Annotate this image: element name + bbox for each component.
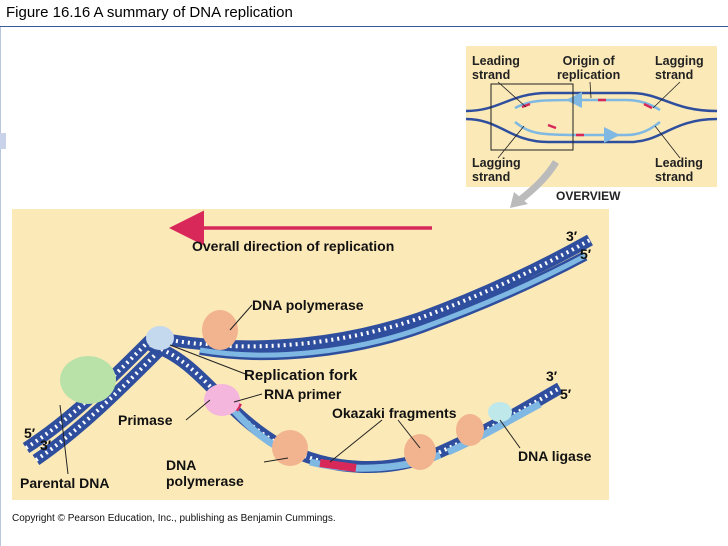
end-label-3-mid: 3′: [546, 368, 558, 384]
overview-caption: OVERVIEW: [556, 189, 621, 203]
leading-strand: [169, 234, 593, 361]
left-tab-marker: [0, 133, 6, 149]
overview-leading-bottom-label: Leading strand: [655, 156, 703, 184]
dna-polymerase-mid-shape: [404, 434, 436, 470]
left-border: [0, 27, 1, 546]
dna-polymerase-top-label: DNA polymerase: [252, 297, 364, 313]
dna-polymerase-right-shape: [456, 414, 484, 446]
ssb-shape: [146, 326, 174, 350]
okazaki-label: Okazaki fragments: [332, 405, 457, 421]
end-label-3-left: 3′: [40, 437, 52, 453]
overview-leading-top-label: Leading strand: [472, 54, 520, 82]
primase-label: Primase: [118, 412, 173, 428]
helicase-shape: [60, 356, 116, 404]
primase-shape: [204, 384, 240, 416]
rna-primer-segment: [319, 459, 357, 472]
overview-bottom-strand: [465, 117, 718, 144]
copyright-text: Copyright © Pearson Education, Inc., pub…: [12, 513, 336, 524]
overview-origin-label: Origin of replication: [557, 54, 621, 82]
direction-label: Overall direction of replication: [192, 238, 395, 254]
dna-polymerase-bottom-label: DNA polymerase: [166, 457, 244, 489]
overview-top-strand: [465, 91, 718, 113]
end-label-3-top: 3′: [566, 228, 578, 244]
overview-lagging-top-label: Lagging strand: [655, 54, 704, 82]
end-label-5-mid: 5′: [560, 386, 572, 402]
dna-polymerase-top-shape: [202, 310, 238, 350]
parental-dna-label: Parental DNA: [20, 475, 110, 491]
dna-ligase-label: DNA ligase: [518, 448, 592, 464]
overview-inset: [465, 46, 718, 187]
replication-fork-label: Replication fork: [244, 367, 358, 384]
overview-lagging-bottom-label: Lagging strand: [472, 156, 521, 184]
figure-title: Figure 16.16 A summary of DNA replicatio…: [6, 4, 293, 21]
rna-primer-label: RNA primer: [264, 386, 342, 402]
overview-zoom-box: [490, 83, 574, 151]
end-label-5-top: 5′: [580, 246, 592, 262]
dna-polymerase-bottom-shape: [272, 430, 308, 466]
overview-panel: [466, 46, 717, 187]
end-label-5-left: 5′: [24, 425, 36, 441]
title-divider: [0, 26, 728, 27]
dna-ligase-shape: [488, 402, 512, 422]
zoom-arrow: [517, 160, 559, 203]
